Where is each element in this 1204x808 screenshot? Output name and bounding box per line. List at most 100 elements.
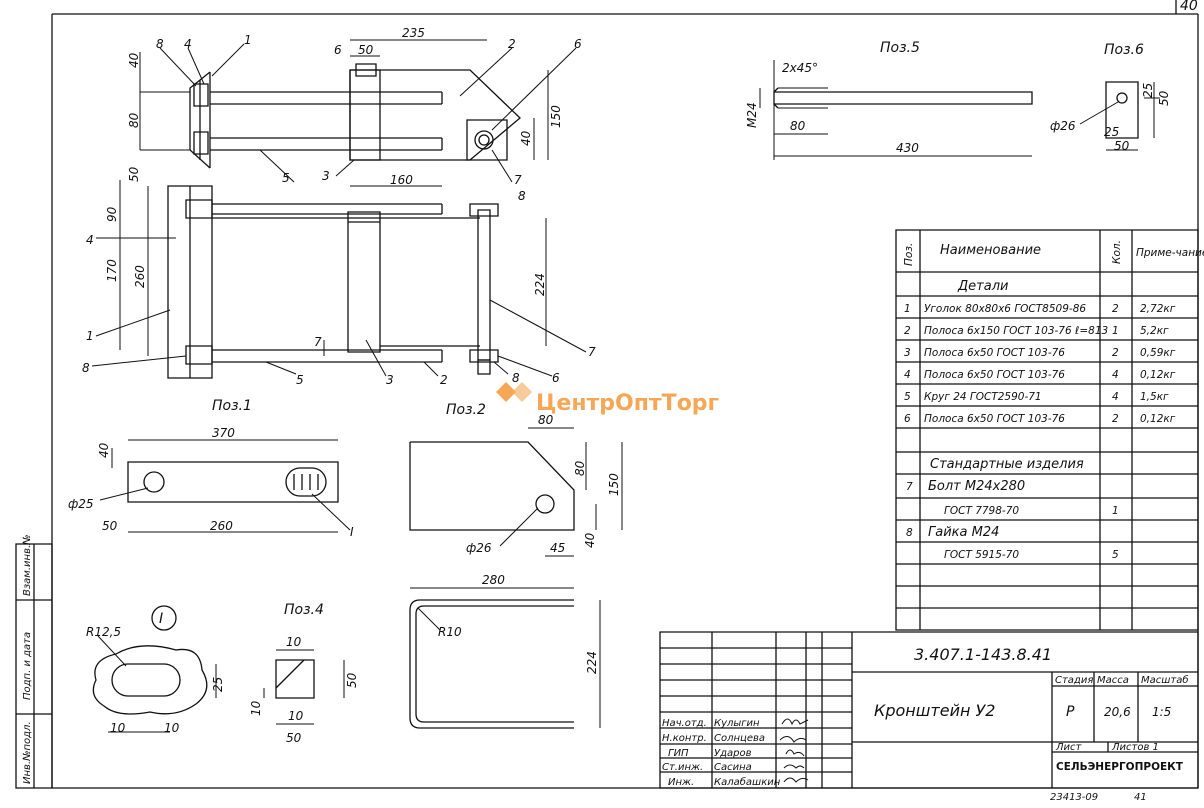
dim-p2-phi: ф26 xyxy=(466,541,492,555)
dim-p3-r10: R10 xyxy=(438,625,462,639)
dim-p6-phi: ф26 xyxy=(1050,119,1076,133)
row-name: Полоса 6x50 ГОСТ 103-76 xyxy=(924,347,1065,359)
poz2-view xyxy=(410,428,622,556)
poz3-labels: 280 R10 224 xyxy=(438,573,599,674)
dim-p4-10a: 10 xyxy=(286,635,302,649)
row-qty: 2 xyxy=(1112,347,1119,359)
dim-p1-phi: ф25 xyxy=(68,497,94,511)
poz6-view xyxy=(1080,82,1160,150)
col-header-name: Наименование xyxy=(940,243,1041,258)
sign-role: Инж. xyxy=(668,777,694,788)
sign-role: Нач.отд. xyxy=(662,718,707,729)
poz4-view xyxy=(264,650,344,724)
title-block-grid xyxy=(660,632,1198,788)
dim-80: 80 xyxy=(127,112,141,128)
watermark: ЦентрОптТорг xyxy=(496,382,719,416)
dim-6: 6 xyxy=(334,43,342,57)
callout-1b: 1 xyxy=(86,329,94,343)
dim-40-right: 40 xyxy=(519,130,533,146)
row-qty: 2 xyxy=(1112,413,1119,425)
dim-430: 430 xyxy=(896,141,919,155)
plan-view xyxy=(92,180,586,378)
bottom-code: 23413-09 xyxy=(1050,792,1098,803)
stage-label: Стадия xyxy=(1055,675,1093,686)
std-row-qty: 5 xyxy=(1112,549,1119,561)
sign-name: Сасина xyxy=(714,762,752,773)
dim-chamfer: 2x45° xyxy=(782,61,818,75)
top-elevation-view xyxy=(140,40,576,186)
dim-plan-7: 7 xyxy=(314,335,322,349)
dim-plan-224: 224 xyxy=(533,273,547,296)
dim-p3-280: 280 xyxy=(482,573,505,587)
poz5-labels: Поз.5 2x45° М24 80 430 xyxy=(745,40,920,155)
dim-p1-50: 50 xyxy=(102,519,118,533)
page-number: 40 xyxy=(1180,0,1198,14)
signature-scribbles xyxy=(780,719,808,782)
dim-p6-50b: 50 xyxy=(1114,139,1130,153)
top-elevation-labels: 235 6 50 160 40 80 150 40 8 4 1 2 6 5 3 … xyxy=(127,26,582,203)
poz4-labels: Поз.4 10 50 10 10 50 xyxy=(249,602,359,745)
poz3-view xyxy=(410,588,600,728)
col-header-note: Приме-чание xyxy=(1136,247,1204,259)
detail-I-mark: I xyxy=(159,611,163,627)
row-note: 5,2кг xyxy=(1140,325,1169,337)
callout-7b: 7 xyxy=(588,345,596,359)
dim-370: 370 xyxy=(212,426,235,440)
dim-p3-224: 224 xyxy=(585,651,599,674)
watermark-text: ЦентрОптТорг xyxy=(536,391,719,416)
dim-p6-25b: 25 xyxy=(1104,125,1119,139)
std-row-name: ГОСТ 5915-70 xyxy=(944,549,1019,561)
callout-6: 6 xyxy=(574,37,582,51)
dim-p6-50a: 50 xyxy=(1157,90,1171,106)
dim-p2-80: 80 xyxy=(538,413,554,427)
mass-value: 20,6 xyxy=(1104,705,1131,719)
title-block-text: 3.407.1-143.8.41 Кронштейн У2 Стадия Мас… xyxy=(662,645,1189,803)
bottom-sheet: 41 xyxy=(1134,792,1147,803)
row-pos: 5 xyxy=(904,391,911,403)
scale-label: Масштаб xyxy=(1141,674,1189,686)
row-note: 1,5кг xyxy=(1140,391,1169,403)
poz1-view xyxy=(100,440,350,532)
plan-view-labels: 50 90 170 260 224 7 4 1 8 5 3 2 8 6 7 xyxy=(82,166,596,387)
row-name: Полоса 6x50 ГОСТ 103-76 xyxy=(924,369,1065,381)
row-pos: 3 xyxy=(904,347,911,359)
dim-m24: М24 xyxy=(745,102,759,128)
callout-detail-I: I xyxy=(350,525,354,539)
drawing-title: Кронштейн У2 xyxy=(874,701,995,720)
sign-name: Кулыгин xyxy=(714,718,760,729)
dim-d-25: 25 xyxy=(211,677,225,692)
dim-40: 40 xyxy=(127,52,141,68)
sign-role: ГИП xyxy=(668,748,689,759)
dim-p4-50v: 50 xyxy=(345,672,359,688)
std-row-name: ГОСТ 7798-70 xyxy=(944,505,1019,517)
stage-value: Р xyxy=(1066,704,1075,720)
dim-p1-40: 40 xyxy=(97,442,111,458)
mass-label: Масса xyxy=(1097,675,1129,686)
dim-p6-25a: 25 xyxy=(1141,83,1155,98)
detail-I-labels: I R12,5 25 10 10 xyxy=(86,611,225,735)
std-row-pos: 7 xyxy=(906,481,913,493)
dim-r125: R12,5 xyxy=(86,625,121,639)
stamp-inv-original: Инв.№подл. xyxy=(22,721,33,784)
stamp-replace-inv: Взам.инв.№ xyxy=(22,534,33,596)
row-qty: 1 xyxy=(1112,325,1119,337)
sign-name: Ударов xyxy=(714,748,752,759)
poz5-title: Поз.5 xyxy=(880,40,920,56)
sign-role: Ст.инж. xyxy=(662,762,703,773)
col-header-qty: Кол. xyxy=(1111,240,1123,264)
row-note: 0,59кг xyxy=(1140,347,1176,359)
row-name: Уголок 80x80x6 ГОСТ8509-86 xyxy=(924,303,1086,315)
poz6-labels: Поз.6 25 50 ф26 25 50 xyxy=(1050,42,1171,153)
poz2-title: Поз.2 xyxy=(446,402,486,418)
parts-table-text: Поз. Наименование Кол. Приме-чание Детал… xyxy=(903,240,1204,561)
row-pos: 4 xyxy=(904,369,911,381)
callout-8d: 8 xyxy=(512,371,520,385)
callout-2: 2 xyxy=(508,37,516,51)
row-note: 2,72кг xyxy=(1140,303,1176,315)
callout-7: 7 xyxy=(514,173,522,187)
dim-p2-80v: 80 xyxy=(573,460,587,476)
dim-plan-170: 170 xyxy=(105,259,119,282)
poz1-labels: Поз.1 370 40 ф25 50 260 I xyxy=(68,398,354,539)
